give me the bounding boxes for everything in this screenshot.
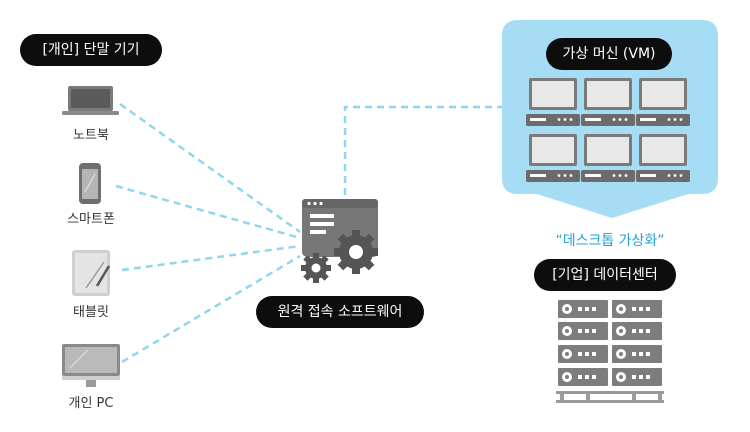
server-unit-icon bbox=[558, 300, 608, 318]
server-unit-icon bbox=[558, 322, 608, 340]
remote-software-icon bbox=[301, 199, 378, 283]
connector-laptop bbox=[119, 102, 301, 234]
connector-lines bbox=[115, 102, 502, 364]
devices-group-title: [개인] 단말 기기 bbox=[20, 34, 162, 66]
connector-phone bbox=[115, 184, 301, 240]
server-unit-icon bbox=[612, 368, 662, 386]
vm-monitor-icon bbox=[526, 78, 580, 126]
laptop-icon bbox=[62, 86, 119, 115]
vm-monitors bbox=[526, 78, 690, 182]
connector-tablet bbox=[121, 244, 301, 272]
datacenter-title: [기업] 데이터센터 bbox=[534, 259, 676, 291]
device-label-tablet: 태블릿 bbox=[73, 305, 109, 320]
server-unit-icon bbox=[558, 345, 608, 363]
vm-monitor-icon bbox=[581, 134, 635, 182]
connector-software-vm bbox=[343, 105, 502, 195]
server-unit-icon bbox=[612, 345, 662, 363]
device-label-laptop: 노트북 bbox=[73, 128, 109, 143]
vm-monitor-icon bbox=[526, 134, 580, 182]
connector-pc bbox=[121, 254, 301, 364]
server-unit-icon bbox=[558, 368, 608, 386]
vm-monitor-icon bbox=[636, 78, 690, 126]
device-label-pc: 개인 PC bbox=[68, 396, 114, 411]
datacenter-rack-icon bbox=[556, 300, 664, 403]
smartphone-icon bbox=[79, 163, 101, 204]
rack-base bbox=[556, 391, 664, 403]
device-label-smartphone: 스마트폰 bbox=[67, 212, 115, 227]
vm-group-title: 가상 머신 (VM) bbox=[546, 38, 672, 70]
desktop-pc-icon bbox=[62, 344, 120, 387]
vm-monitor-icon bbox=[581, 78, 635, 126]
vm-monitor-icon bbox=[636, 134, 690, 182]
software-label: 원격 접속 소프트웨어 bbox=[256, 296, 424, 328]
server-unit-icon bbox=[612, 300, 662, 318]
tablet-icon bbox=[72, 250, 111, 296]
server-unit-icon bbox=[612, 322, 662, 340]
desktop-virtualization-callout: “데스크톱 가상화” bbox=[555, 233, 665, 249]
